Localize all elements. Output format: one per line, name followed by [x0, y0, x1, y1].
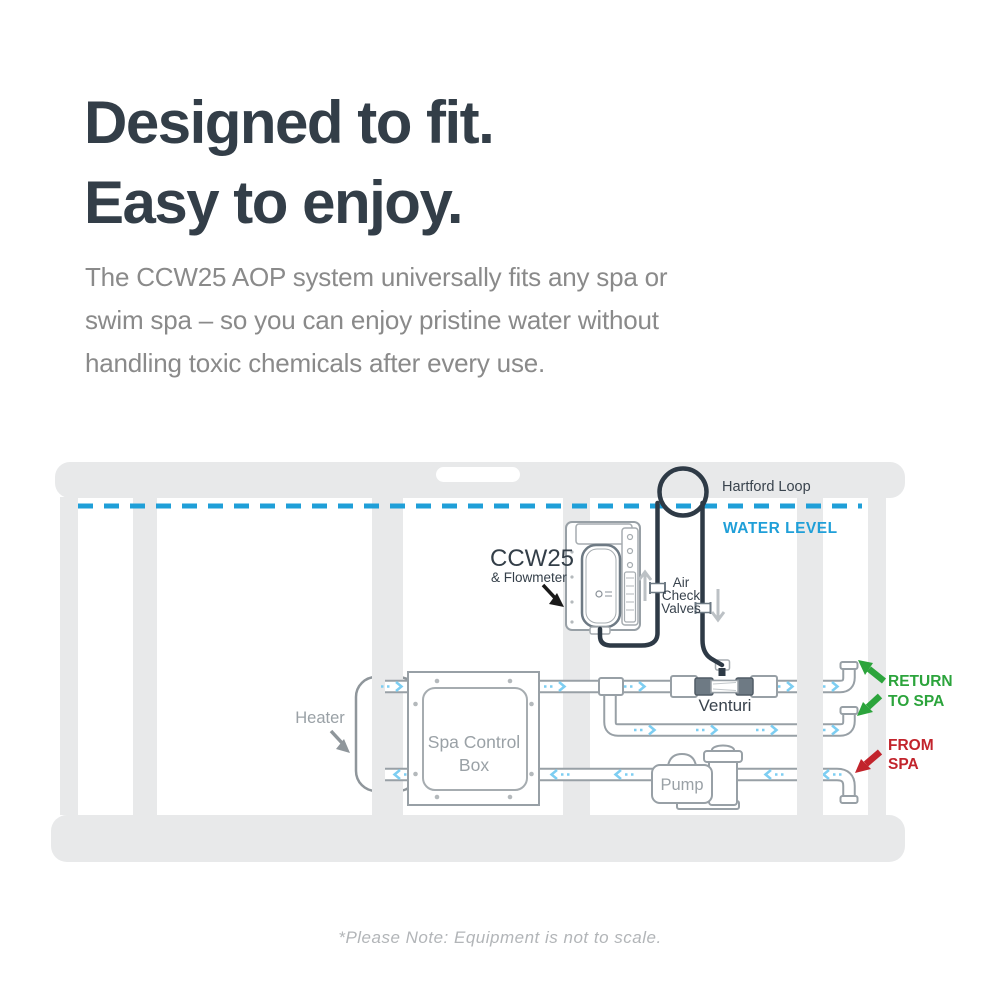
flowmeter-sight-glass	[623, 571, 637, 623]
svg-text:Check: Check	[662, 588, 701, 603]
brand-logo-icon	[595, 590, 603, 598]
control-box-door	[422, 687, 528, 791]
ccw25-label: CCW25	[490, 545, 574, 572]
title-line-1: Designed to fit.	[84, 89, 495, 156]
spa-control-box: Spa Control Box	[407, 671, 540, 806]
pump-label: Pump	[660, 776, 703, 794]
spa-frame-handle-slot	[436, 467, 520, 482]
heater-pointer-arrow	[329, 729, 345, 746]
suction-pipe-flange	[839, 795, 859, 804]
return-arrow-up	[866, 666, 887, 684]
venturi-coupling	[750, 675, 778, 698]
return-arrowhead-down	[857, 702, 873, 716]
from-spa-label-line2: SPA	[888, 756, 919, 773]
ccw25-callout: CCW25 & Flowmeter	[490, 545, 574, 607]
ccw25-pointer-arrow	[541, 583, 558, 601]
control-box-screws	[413, 678, 534, 800]
control-box-enclosure	[407, 671, 540, 806]
ccw25-canister-inner	[585, 548, 617, 624]
body-line-2: swim spa – so you can enjoy pristine wat…	[85, 305, 659, 335]
heater-callout: Heater	[295, 709, 350, 753]
spa-frame-post	[868, 497, 886, 815]
svg-text:Valves: Valves	[661, 601, 701, 616]
return-pipe-flange	[839, 661, 859, 670]
flowmeter-ticks	[626, 577, 634, 611]
flow-down-arrow	[710, 589, 726, 623]
water-level-label: WATER LEVEL	[723, 520, 838, 537]
spa-frame-bottom-rail	[51, 815, 905, 862]
return-arrow-down	[865, 693, 883, 710]
pump-motor-dome	[666, 752, 698, 767]
control-box-label-line2: Box	[459, 755, 489, 775]
air-check-valves-label: Air Check Valves	[661, 575, 701, 616]
pump-body	[651, 764, 713, 804]
injector-nub	[718, 668, 726, 676]
venturi-coupling	[670, 675, 698, 698]
from-spa-callout: FROM SPA	[855, 737, 934, 773]
svg-text:Air: Air	[673, 575, 690, 590]
pump-unit: Pump	[651, 744, 743, 810]
from-spa-arrowhead	[855, 759, 871, 773]
from-spa-arrow	[863, 749, 883, 767]
flowmeter-label: & Flowmeter	[491, 570, 567, 585]
body-line-3: handling toxic chemicals after every use…	[85, 348, 546, 378]
control-box-label-line1: Spa Control	[428, 732, 520, 752]
spa-frame-post	[372, 497, 403, 815]
hartford-loop-label: Hartford Loop	[722, 479, 811, 495]
title-line-2: Easy to enjoy.	[84, 169, 464, 236]
pump-lid	[703, 750, 743, 763]
return-label-line2: TO SPA	[888, 693, 944, 710]
ccw25-pointer-arrowhead	[549, 593, 564, 607]
ccw25-canister	[580, 543, 622, 629]
from-spa-label-line1: FROM	[888, 737, 934, 754]
return-pipe-flange	[839, 706, 859, 715]
pump-wet-end	[708, 758, 738, 806]
spa-frame-post	[60, 497, 78, 815]
not-to-scale-note: *Please Note: Equipment is not to scale.	[338, 928, 662, 947]
return-arrowhead-up	[858, 660, 873, 675]
spa-frame	[51, 462, 905, 862]
intro-paragraph: The CCW25 AOP system universally fits an…	[85, 256, 668, 385]
spa-frame-post	[797, 497, 823, 815]
spa-frame-post	[133, 497, 157, 815]
flow-up-arrow	[637, 569, 653, 601]
body-line-1: The CCW25 AOP system universally fits an…	[85, 262, 668, 292]
ozone-tubing	[597, 466, 726, 676]
tee-fitting	[598, 677, 624, 696]
heater-label: Heater	[295, 709, 345, 727]
tube-down-leg	[700, 500, 725, 668]
hartford-loop	[657, 466, 709, 518]
venturi-label: Venturi	[699, 696, 752, 715]
heater-pointer-arrowhead	[336, 739, 350, 753]
venturi-assembly: Venturi	[670, 659, 778, 715]
page-title: Designed to fit. Easy to enjoy.	[84, 83, 495, 243]
tube-up-leg	[597, 500, 660, 648]
return-label-line1: RETURN	[888, 673, 953, 690]
return-to-spa-callout: RETURN TO SPA	[857, 660, 953, 716]
ccw25-device	[565, 521, 641, 635]
